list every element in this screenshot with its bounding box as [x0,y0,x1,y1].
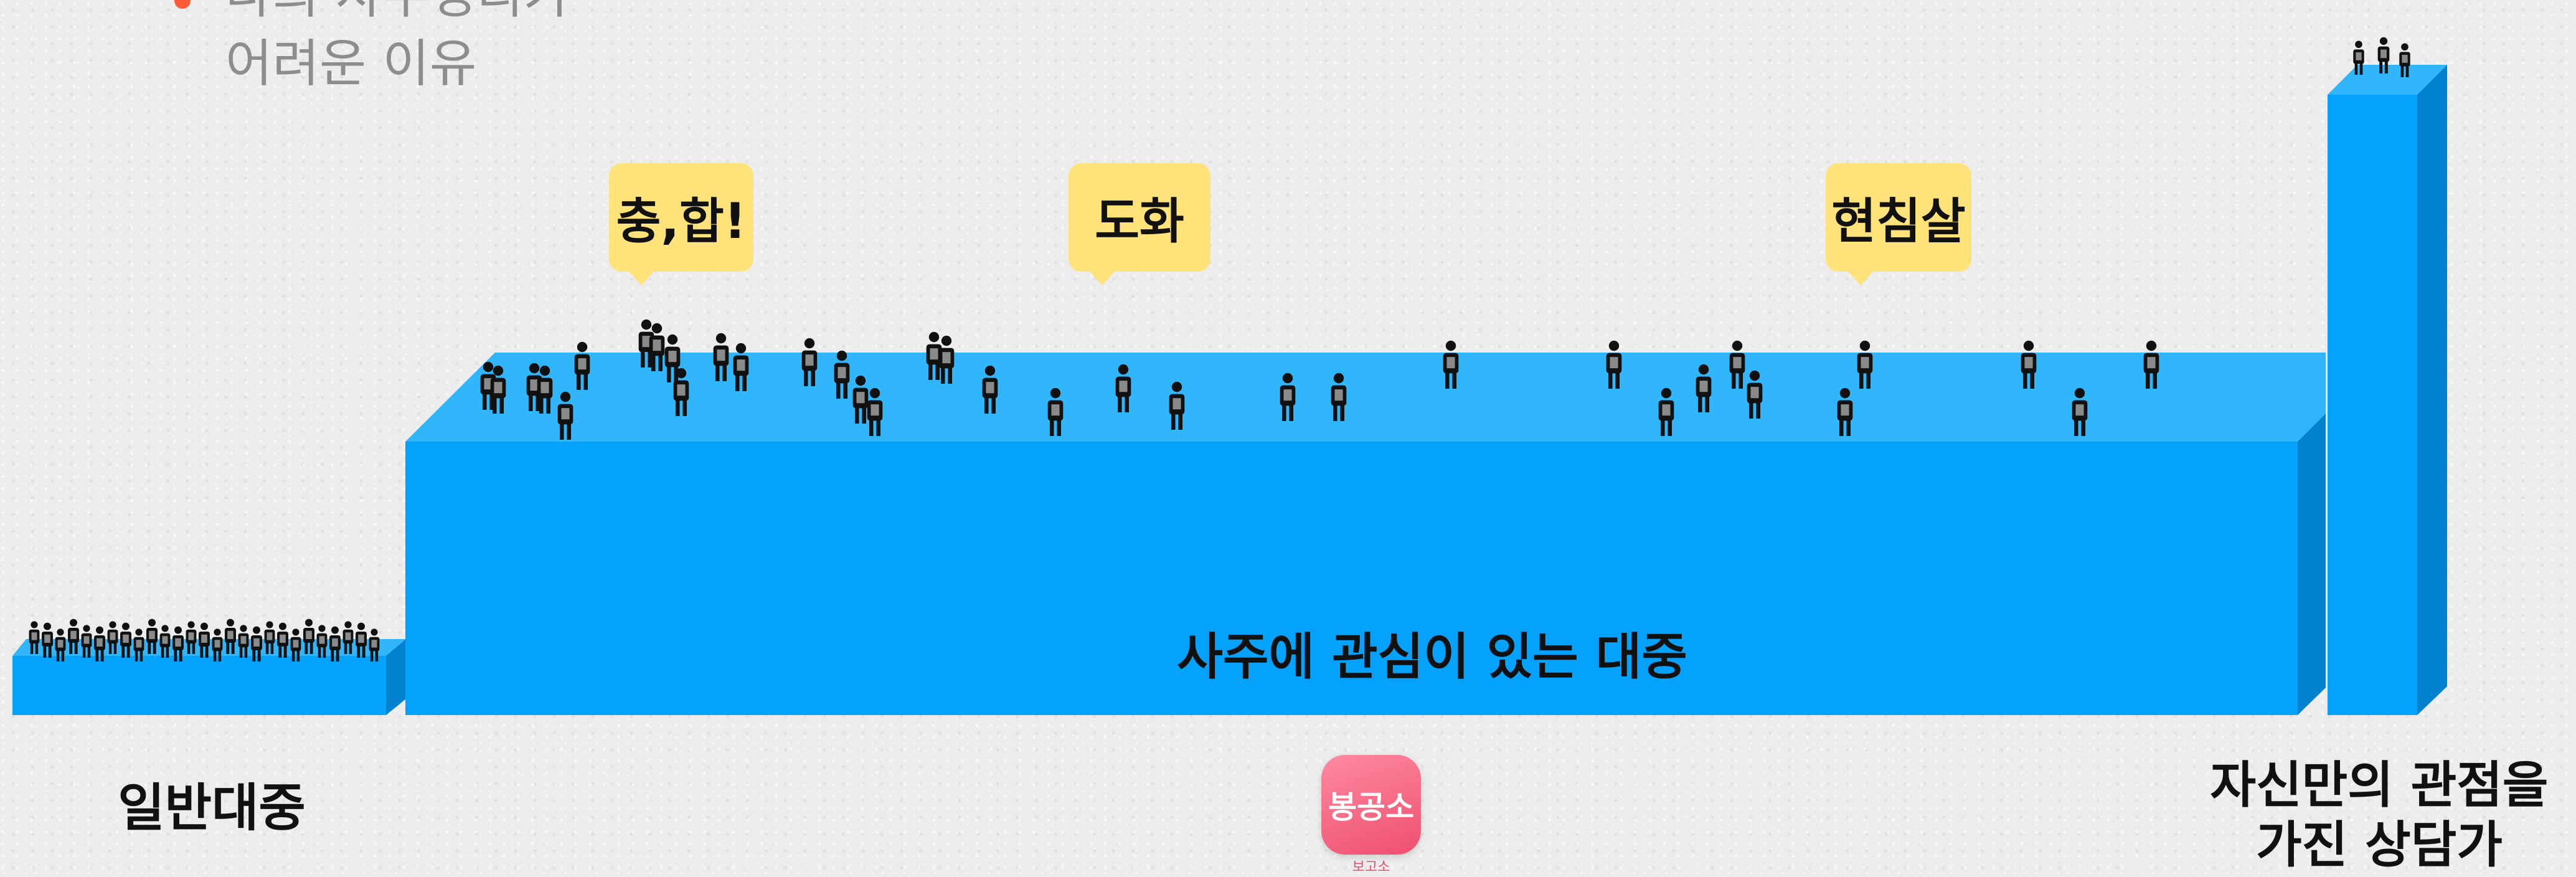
person-icon [212,628,223,661]
general-public-label: 일반대중 [118,779,306,838]
person-icon [852,375,869,424]
person-icon [342,621,354,654]
person-icon [574,341,590,390]
person-icon [329,626,341,661]
bubble-text: 도화 [1095,194,1184,250]
person-icon [316,625,328,658]
person-icon [29,621,40,654]
person-icon [1115,364,1131,412]
person-icon [146,619,158,654]
person-icon [225,619,236,654]
person-icon [557,391,573,440]
counselor-label-line-1: 자신만의 관점을 [2210,756,2549,814]
person-icon [55,628,66,661]
person-icon [1047,387,1064,436]
tower-side [2417,65,2447,715]
person-icon [81,625,92,658]
person-icon [673,367,689,416]
bubble-text: 현침살 [1831,194,1966,250]
bubble-tail [628,270,655,285]
person-icon [733,343,749,391]
person-icon [290,628,301,661]
person-icon [2021,340,2037,389]
bubble-dohwa: 도화 [1069,163,1210,285]
person-icon [1606,340,1622,389]
person-icon [1169,381,1185,430]
person-icon [649,323,665,371]
title-bullet [174,0,191,9]
app-logo-text: 봉공소 [1328,789,1414,825]
counselor-label-line-2: 가진 상담가 [2256,816,2503,874]
person-icon [277,622,288,658]
person-icon [1747,370,1763,419]
person-icon [1837,387,1853,436]
person-icon [2072,387,2088,436]
app-logo: 봉공소 [1321,755,1421,855]
person-icon [159,625,171,658]
person-icon [133,628,144,661]
bubble-tail [1088,270,1116,285]
large-block-side [2298,414,2326,715]
person-icon [1658,387,1674,436]
bubble-text: 충,합! [616,194,747,250]
person-icon [1857,340,1873,389]
person-icon [186,621,197,654]
person-icon [490,365,506,414]
person-icon [264,621,275,654]
person-icon [2143,340,2159,389]
large-block-top [405,353,2326,442]
bubble-tail [1847,270,1874,285]
person-icon [2399,43,2410,77]
person-icon [42,622,53,658]
person-icon [356,622,367,658]
title-line-2: 어려운 이유 [225,34,477,93]
person-icon [68,619,79,654]
small-block-side [386,639,406,715]
person-icon [2353,40,2364,75]
app-logo-caption: 보고소 [1352,860,1390,875]
person-icon [1280,372,1296,421]
person-icon [537,365,553,414]
person-icon [1443,340,1459,389]
person-icon [1729,340,1745,389]
small-block-front [12,656,386,715]
person-icon [926,331,942,380]
person-icon [94,626,105,661]
person-icon [834,350,850,399]
person-icon [867,387,883,436]
bubble-conflict-harmony: 충,합! [609,163,753,285]
person-icon [303,619,314,654]
person-icon [664,334,681,382]
person-icon [120,622,131,658]
person-icon [1696,364,1712,412]
person-icon [251,626,262,661]
platform-label: 사주에 관심이 있는 대중 [1177,628,1687,686]
people-group [29,37,2410,661]
person-icon [199,622,210,658]
person-icon [982,365,998,414]
person-icon [801,338,818,386]
title-line-1: 나의 사주명리가 [225,0,570,24]
person-icon [2377,37,2390,73]
bubble-hyeonchimsal: 현침살 [1826,163,1971,285]
person-icon [107,621,118,654]
person-icon [1331,372,1347,421]
person-icon [238,625,249,658]
tower-front [2328,95,2417,715]
large-block-front [405,442,2298,715]
person-icon [713,333,729,381]
person-icon [938,335,955,384]
person-icon [172,626,184,661]
person-icon [369,628,380,661]
